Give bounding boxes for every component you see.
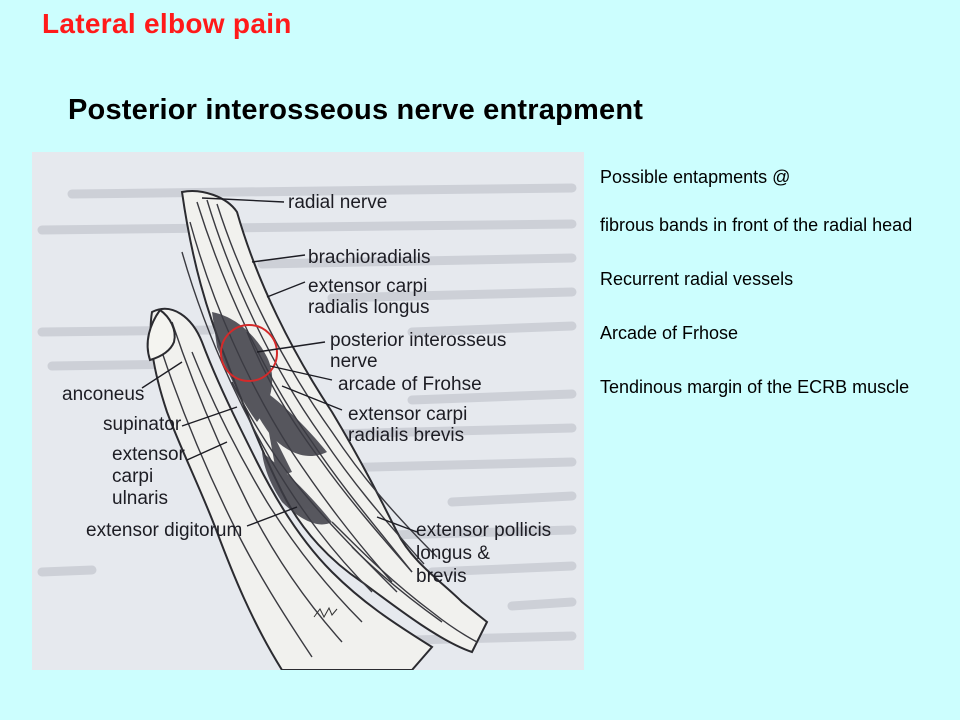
label-radial-nerve: radial nerve xyxy=(288,192,388,213)
label-epl-line2: longus & xyxy=(416,543,490,564)
label-pin-line1: posterior interosseus xyxy=(330,330,507,351)
label-ecu-line2: carpi xyxy=(112,466,154,487)
notes-heading: Possible entapments @ xyxy=(600,167,791,187)
anatomy-figure: radial nerve brachioradialis extensor ca… xyxy=(32,152,584,670)
label-epl-line3: brevis xyxy=(416,566,467,587)
label-anconeus: anconeus xyxy=(62,384,145,405)
label-ecrl-line1: extensor carpi xyxy=(308,276,428,297)
slide-subtitle: Posterior interosseous nerve entrapment xyxy=(68,94,644,126)
note-item: Recurrent radial vessels xyxy=(600,269,794,289)
label-arcade-of-frohse: arcade of Frohse xyxy=(338,374,482,395)
deep-muscle-region xyxy=(212,312,332,525)
label-ecu-line3: ulnaris xyxy=(112,488,168,509)
entrapment-highlight-circle xyxy=(220,324,278,382)
entrapment-notes: Possible entapments @ fibrous bands in f… xyxy=(600,164,920,428)
label-brachioradialis: brachioradialis xyxy=(308,247,431,268)
forearm-illustration xyxy=(37,183,577,670)
label-supinator: supinator xyxy=(103,414,182,435)
leader-lines xyxy=(141,197,418,533)
epicondyle-region xyxy=(146,308,176,362)
label-ecrb-line2: radialis brevis xyxy=(348,425,465,446)
label-extensor-digitorum: extensor digitorum xyxy=(86,520,243,541)
note-item: Tendinous margin of the ECRB muscle xyxy=(600,377,910,397)
label-ecrb-line1: extensor carpi xyxy=(348,404,468,425)
slide-title: Lateral elbow pain xyxy=(42,8,292,39)
note-item: Arcade of Frhose xyxy=(600,323,739,343)
label-ecrl-line2: radialis longus xyxy=(308,297,430,318)
note-item: fibrous bands in front of the radial hea… xyxy=(600,215,913,235)
muscle-fibres xyxy=(161,199,478,658)
artist-signature xyxy=(313,606,338,619)
label-epl-line1: extensor pollicis xyxy=(416,520,552,541)
label-pin-line2: nerve xyxy=(330,351,378,372)
label-ecu-line1: extensor xyxy=(112,444,185,465)
